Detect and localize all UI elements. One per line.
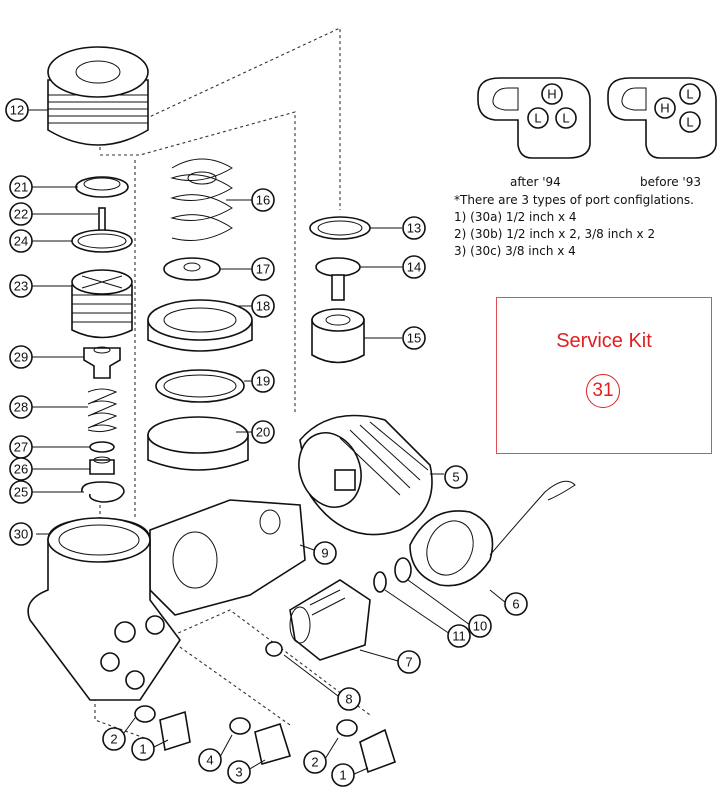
port-l-label: L [534,111,541,126]
callout-1-right: 1 [339,768,346,783]
callout-6: 6 [512,597,519,612]
port-h-label: H [660,101,669,116]
part-oring-24 [71,229,133,253]
part-main-spring [170,158,233,241]
callout-30: 30 [14,527,28,542]
callout-8: 8 [345,692,352,707]
callout-9: 9 [321,546,328,561]
callout-24: 24 [14,234,28,249]
part-seat-29 [83,346,121,379]
callout-5: 5 [452,470,459,485]
callout-12: 12 [10,103,24,118]
port-variant-after: H L L [477,77,591,159]
callout-3: 3 [235,765,242,780]
callout-16: 16 [256,193,270,208]
callout-7: 7 [405,655,412,670]
callout-15: 15 [407,331,421,346]
callout-17: 17 [256,262,270,277]
port-l-label: L [686,87,693,102]
part-oring-11 [373,571,387,593]
part-diaphragm [147,416,249,471]
note-line: 3) (30c) 3/8 inch x 4 [454,244,576,258]
part-filter [298,414,433,536]
part-oring-27 [89,441,115,453]
callout-26: 26 [14,462,28,477]
part-spring-28 [87,388,118,433]
callout-27: 27 [14,440,28,455]
part-yoke-screw [289,579,371,661]
part-oring-13 [309,216,371,240]
callout-14: 14 [407,260,421,275]
callout-18: 18 [256,299,270,314]
callout-29: 29 [14,350,28,365]
part-oring-8 [265,641,283,657]
part-plug-washer-right [336,719,396,774]
callout-1-left: 1 [139,742,146,757]
part-disc [75,176,129,198]
port-l-label: L [686,115,693,130]
service-kit-box: Service Kit 31 [496,297,712,454]
part-dust-cap [409,480,576,587]
port-variant-before: H L L [607,77,717,159]
callout-4: 4 [206,753,213,768]
note-line: 2) (30b) 1/2 inch x 2, 3/8 inch x 2 [454,227,656,241]
callout-2-right: 2 [311,755,318,770]
part-nut-26 [89,456,115,475]
service-kit-number: 31 [586,374,620,408]
caption-before-93: before '93 [640,175,702,189]
callout-23: 23 [14,279,28,294]
part-plug-washer-middle [229,717,292,766]
callout-2-left: 2 [110,732,117,747]
port-l-label: L [562,111,569,126]
note-line: 1) (30a) 1/2 inch x 4 [454,210,577,224]
callout-19: 19 [256,374,270,389]
part-nut-15 [311,308,365,364]
callouts: 12 21 22 24 23 29 28 27 26 25 30 16 17 1… [5,98,528,787]
part-piston [71,269,133,339]
callout-28: 28 [14,400,28,415]
callout-10: 10 [473,619,487,634]
part-oring-19 [155,369,245,403]
callout-22: 22 [14,207,28,222]
part-cap [47,46,149,146]
port-h-label: H [547,87,556,102]
part-clip-25 [81,481,125,503]
port-configuration-note: *There are 3 types of port configlations… [454,192,724,260]
part-yoke [149,499,306,616]
caption-after-94: after '94 [510,175,561,189]
part-spring-seat [163,257,221,281]
part-seat-14 [315,257,361,301]
part-diaphragm-ring [147,299,253,352]
note-heading: *There are 3 types of port configlations… [454,193,694,207]
part-clip-10 [394,557,412,583]
part-body [27,517,181,701]
callout-20: 20 [256,425,270,440]
callout-13: 13 [407,221,421,236]
service-kit-title: Service Kit [556,330,652,352]
callout-11: 11 [452,629,466,644]
callout-25: 25 [14,485,28,500]
callout-21: 21 [14,180,28,195]
